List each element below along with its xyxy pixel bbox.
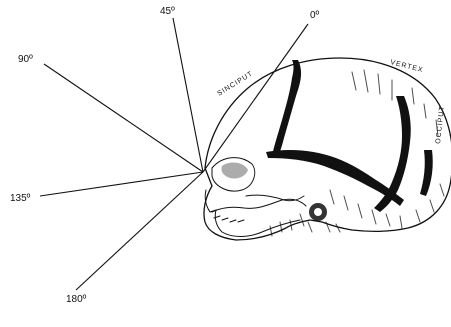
- skull-cranium-outline: [204, 58, 451, 240]
- ray-180-degrees: [76, 172, 203, 290]
- label-45-degrees: 45º: [160, 6, 175, 17]
- ray-90-degrees: [44, 64, 203, 172]
- label-180-degrees: 180º: [66, 294, 87, 305]
- ray-45-degrees: [173, 18, 203, 172]
- label-0-degrees: 0º: [310, 10, 320, 21]
- fetal-skull-illustration: [204, 58, 451, 240]
- label-90-degrees: 90º: [18, 54, 33, 65]
- ray-135-degrees: [40, 172, 203, 196]
- label-135-degrees: 135º: [10, 193, 31, 204]
